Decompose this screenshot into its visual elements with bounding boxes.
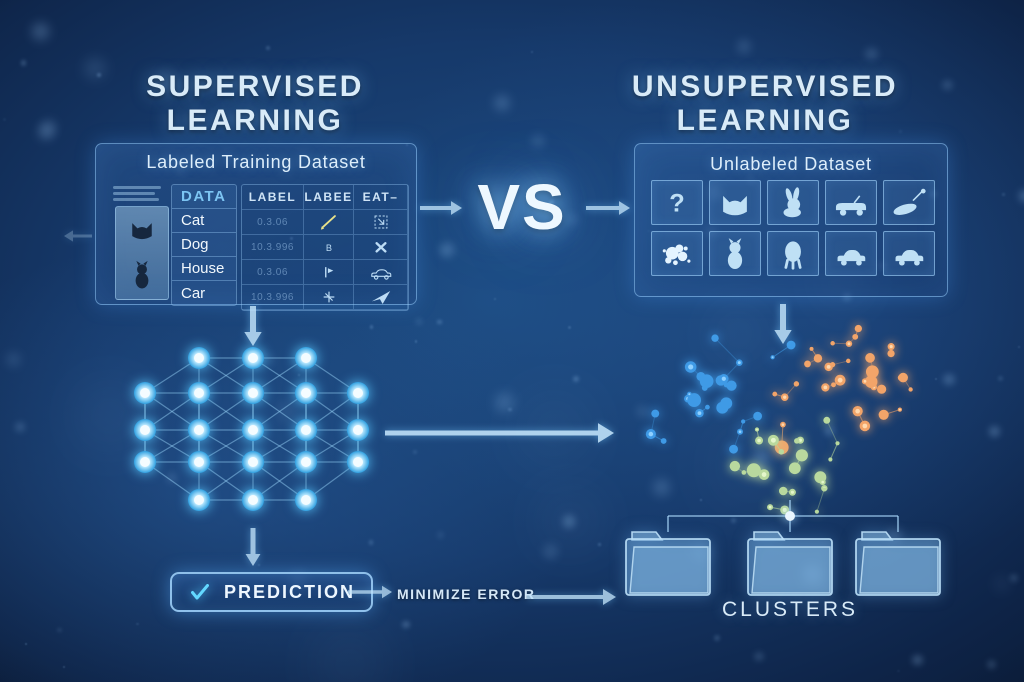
arrow-unlabeled-down (774, 304, 792, 344)
arrow-prediction-out (348, 585, 392, 599)
arrow-net-to-clusters (385, 423, 614, 443)
arrow-to-clusters (527, 588, 616, 606)
arrow-panel-to-vs (420, 201, 462, 215)
arrow-vs-to-panel (586, 201, 630, 215)
arrow-net-to-prediction (245, 528, 261, 566)
arrow-left-edge (64, 230, 92, 242)
arrow-labeled-down (244, 306, 262, 346)
